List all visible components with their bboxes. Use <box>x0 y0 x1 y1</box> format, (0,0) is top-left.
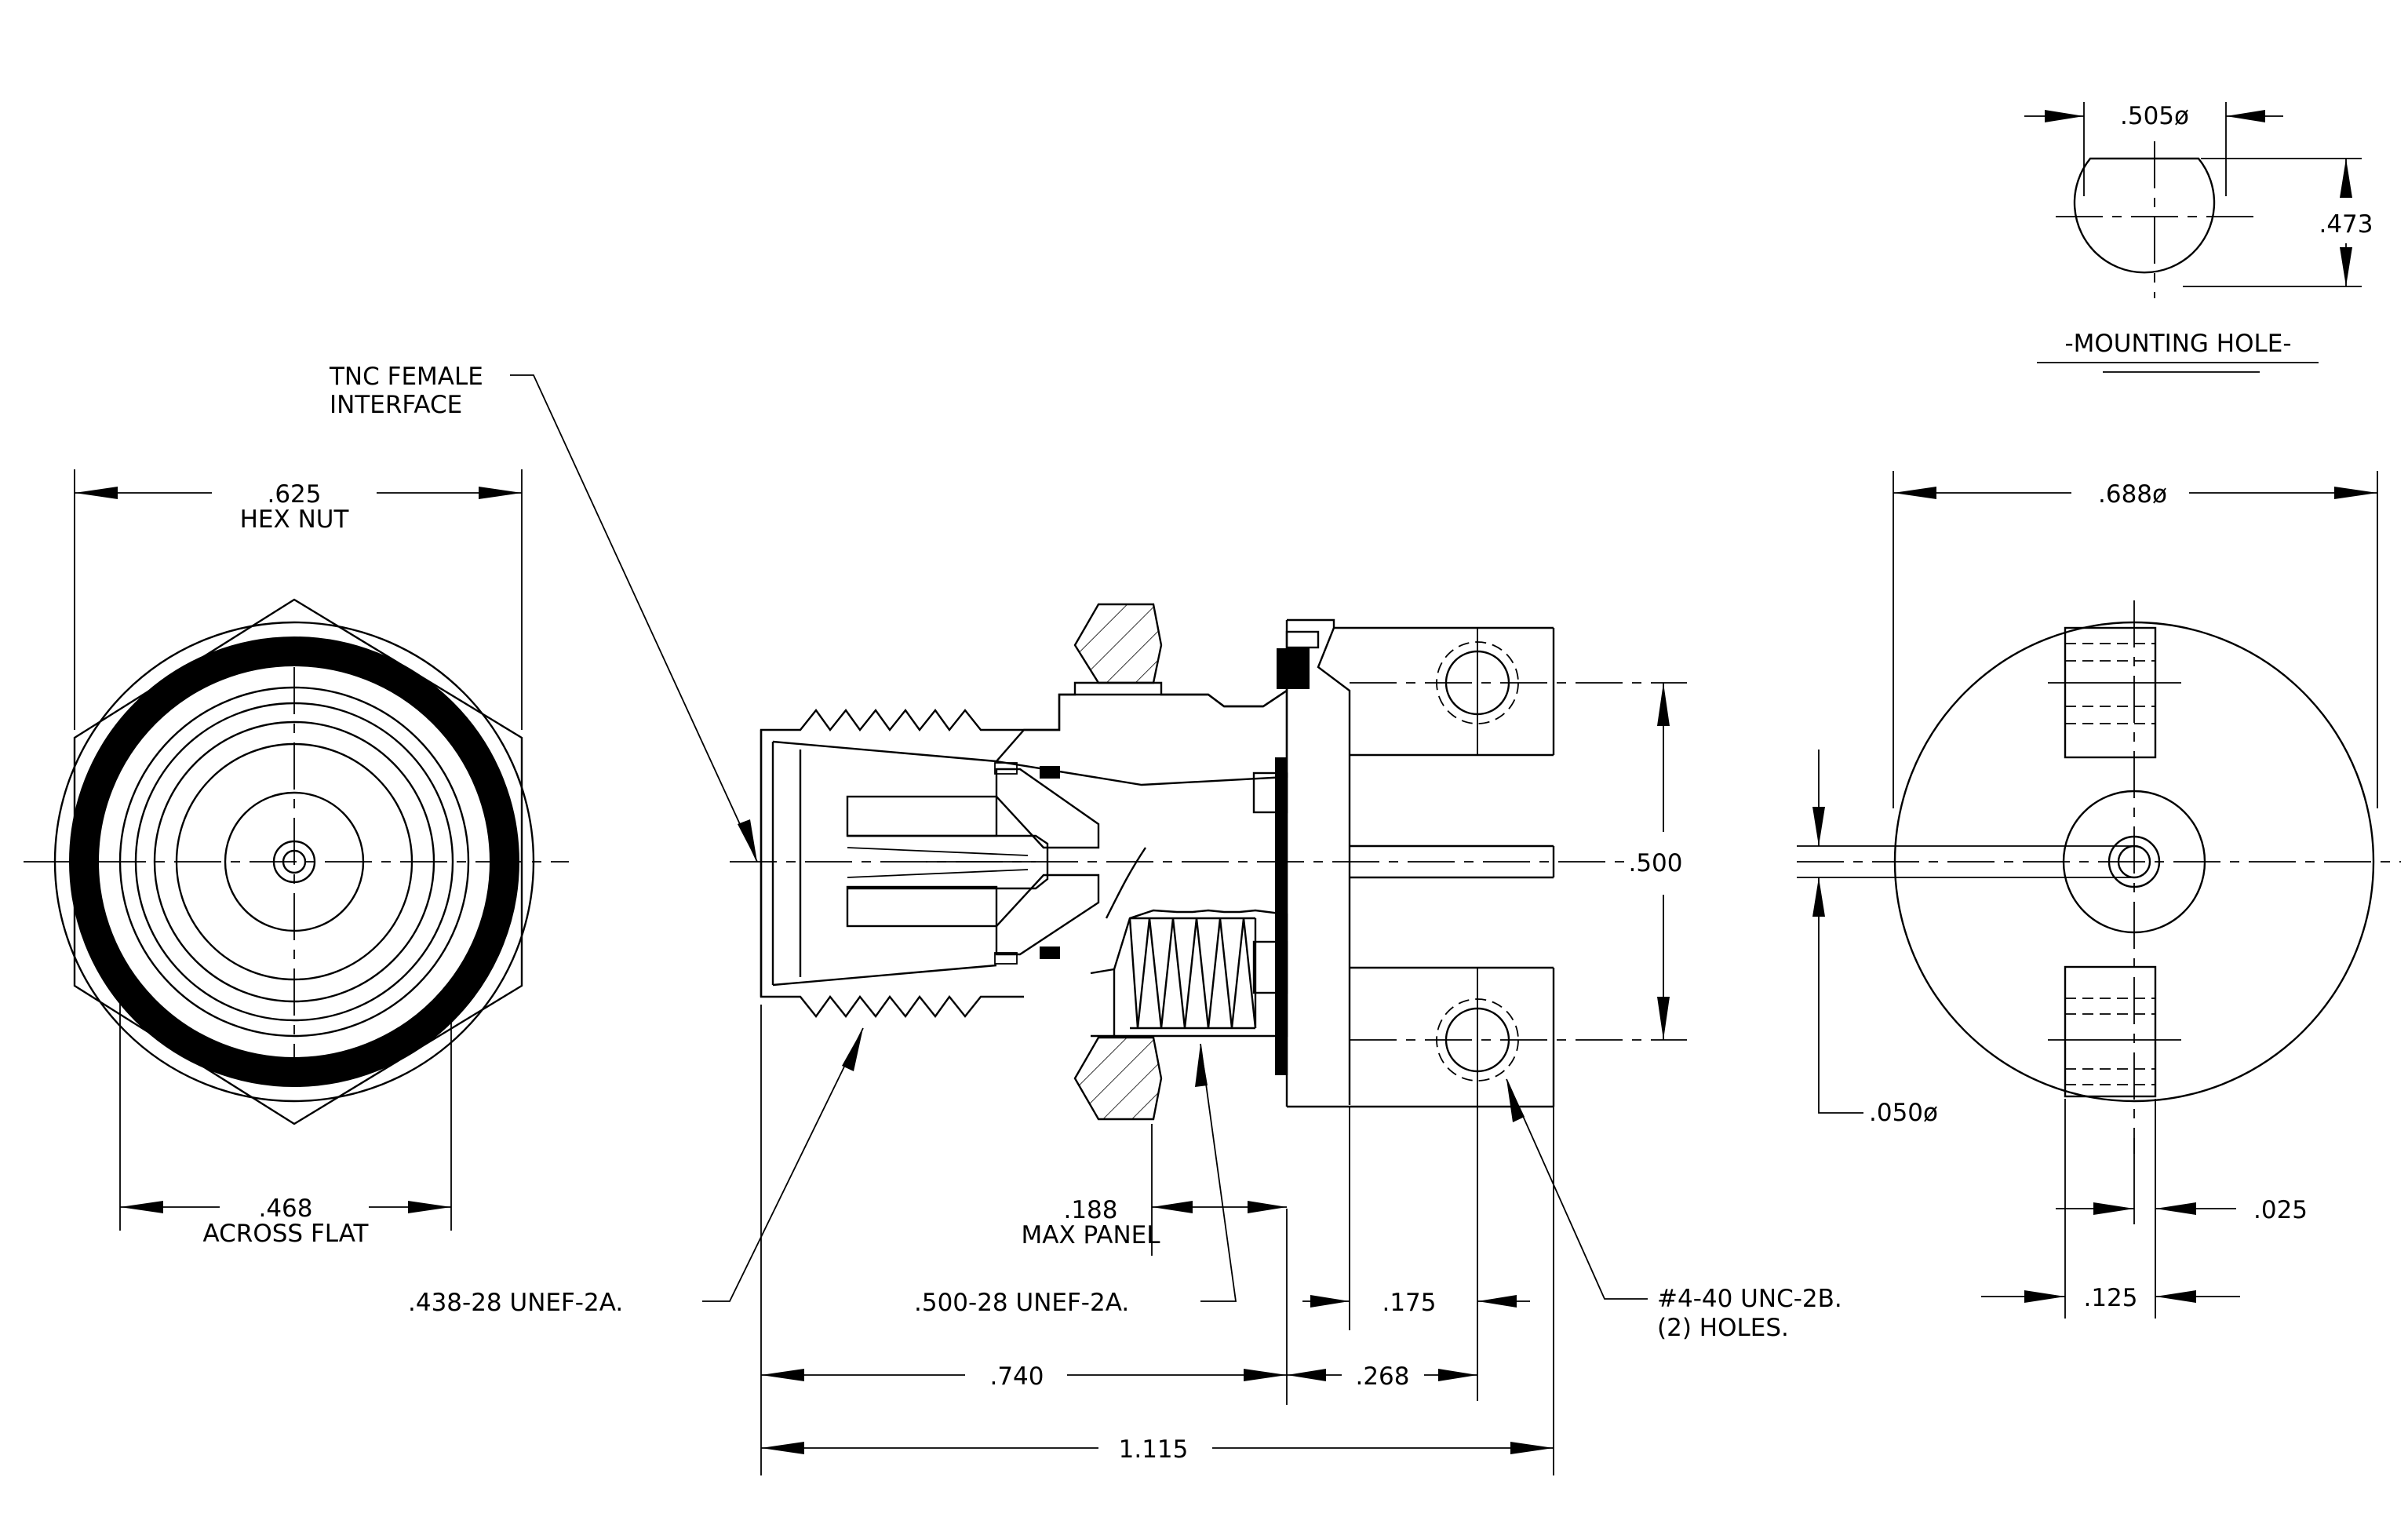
holes-label-line1: #4-40 UNC-2B. <box>1657 1285 1842 1313</box>
hex-nut-label: HEX NUT <box>240 505 350 534</box>
rear-view: .688ø .050ø .025 .125 <box>1797 471 2401 1319</box>
dim-268: .268 <box>1355 1362 1409 1391</box>
thread-438-label: .438-28 UNEF-2A. <box>408 1289 623 1317</box>
max-panel-label: MAX PANEL <box>1021 1221 1160 1249</box>
dim-1115: 1.115 <box>1119 1435 1189 1464</box>
front-view: .625 HEX NUT .468 ACROSS FLAT <box>24 469 569 1248</box>
pin-diameter: .050ø <box>1869 1099 1938 1127</box>
mounting-hole-title: -MOUNTING HOLE- <box>2064 330 2291 358</box>
dim-500: .500 <box>1628 849 1682 877</box>
max-panel-dim: .188 <box>1063 1196 1117 1224</box>
thread-teeth <box>1128 917 1257 1030</box>
holes-label-line2: (2) HOLES. <box>1657 1314 1789 1342</box>
dim-175: .175 <box>1382 1289 1436 1317</box>
mount-hole-diameter: .505ø <box>2120 102 2189 130</box>
section-view: .500 TNC FEMALE INTERFACE .438-28 UNEF-2… <box>329 363 1842 1475</box>
across-flat-dim: .468 <box>258 1195 312 1223</box>
tnc-label-line2: INTERFACE <box>330 391 462 419</box>
dim-025: .025 <box>2253 1196 2308 1224</box>
tnc-label-line1: TNC FEMALE <box>329 363 483 391</box>
mounting-hole-view: .505ø .473 -MOUNTING HOLE- <box>2024 102 2373 373</box>
hex-nut-outline <box>73 598 523 1125</box>
thread-500-label: .500-28 UNEF-2A. <box>914 1289 1129 1317</box>
gasket <box>1275 757 1288 1075</box>
across-flat-label: ACROSS FLAT <box>202 1220 369 1248</box>
dim-125: .125 <box>2083 1284 2137 1312</box>
flange-diameter: .688ø <box>2098 480 2167 509</box>
dim-740: .740 <box>989 1362 1044 1391</box>
mount-hole-flat: .473 <box>2319 210 2373 239</box>
hex-nut-dim: .625 <box>267 480 321 509</box>
